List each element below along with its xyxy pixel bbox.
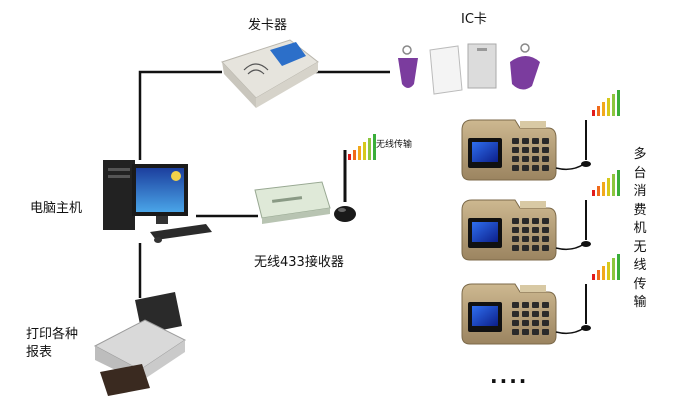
terminal-screen	[472, 306, 498, 326]
computer-label: 电脑主机	[30, 201, 83, 216]
wireless-transmission-label: 无线传输	[376, 140, 413, 150]
mouse	[154, 237, 162, 243]
receiver-signal	[348, 134, 376, 160]
printed-photo	[100, 364, 150, 396]
more-terminals-ellipsis: ....	[490, 364, 529, 388]
ic-card-gray	[467, 43, 497, 89]
printer-device	[93, 292, 186, 396]
terminal-signal-1	[592, 90, 620, 116]
keyboard	[150, 224, 212, 240]
pc-tower	[103, 160, 135, 230]
wireless-icon	[243, 63, 269, 75]
ic-card-label: IC卡	[461, 12, 487, 27]
ic-key-fob-purple-2	[510, 43, 540, 90]
ic-cards	[398, 43, 540, 95]
terminal-screen	[472, 222, 498, 242]
receiver-antenna-base	[334, 206, 356, 222]
computer-device	[103, 160, 212, 243]
consumption-terminal-1	[461, 119, 591, 181]
terminal-signal-2	[592, 170, 620, 196]
receiver-device	[254, 150, 356, 224]
printer-label: 打印各种报表	[26, 327, 79, 360]
line-computer-to-issuer	[138, 70, 222, 160]
card-issuer-label: 发卡器	[248, 18, 288, 33]
receiver-label: 无线433接收器	[254, 255, 344, 270]
card-issuer-device	[221, 39, 319, 108]
ic-card-white	[429, 45, 463, 95]
terminal-keypad	[512, 302, 549, 335]
ic-key-fob-purple-1	[398, 45, 418, 88]
terminal-keypad	[512, 138, 549, 171]
terminal-screen	[472, 142, 498, 162]
terminals-label: 多台消费机无线传输	[633, 147, 647, 310]
consumption-terminal-2	[461, 199, 591, 261]
terminal-signal-3	[592, 254, 620, 280]
signal-indicators	[348, 90, 620, 280]
connection-lines	[138, 70, 390, 298]
terminal-keypad	[512, 218, 549, 251]
consumption-terminal-3	[461, 283, 591, 345]
terminals	[461, 119, 591, 345]
